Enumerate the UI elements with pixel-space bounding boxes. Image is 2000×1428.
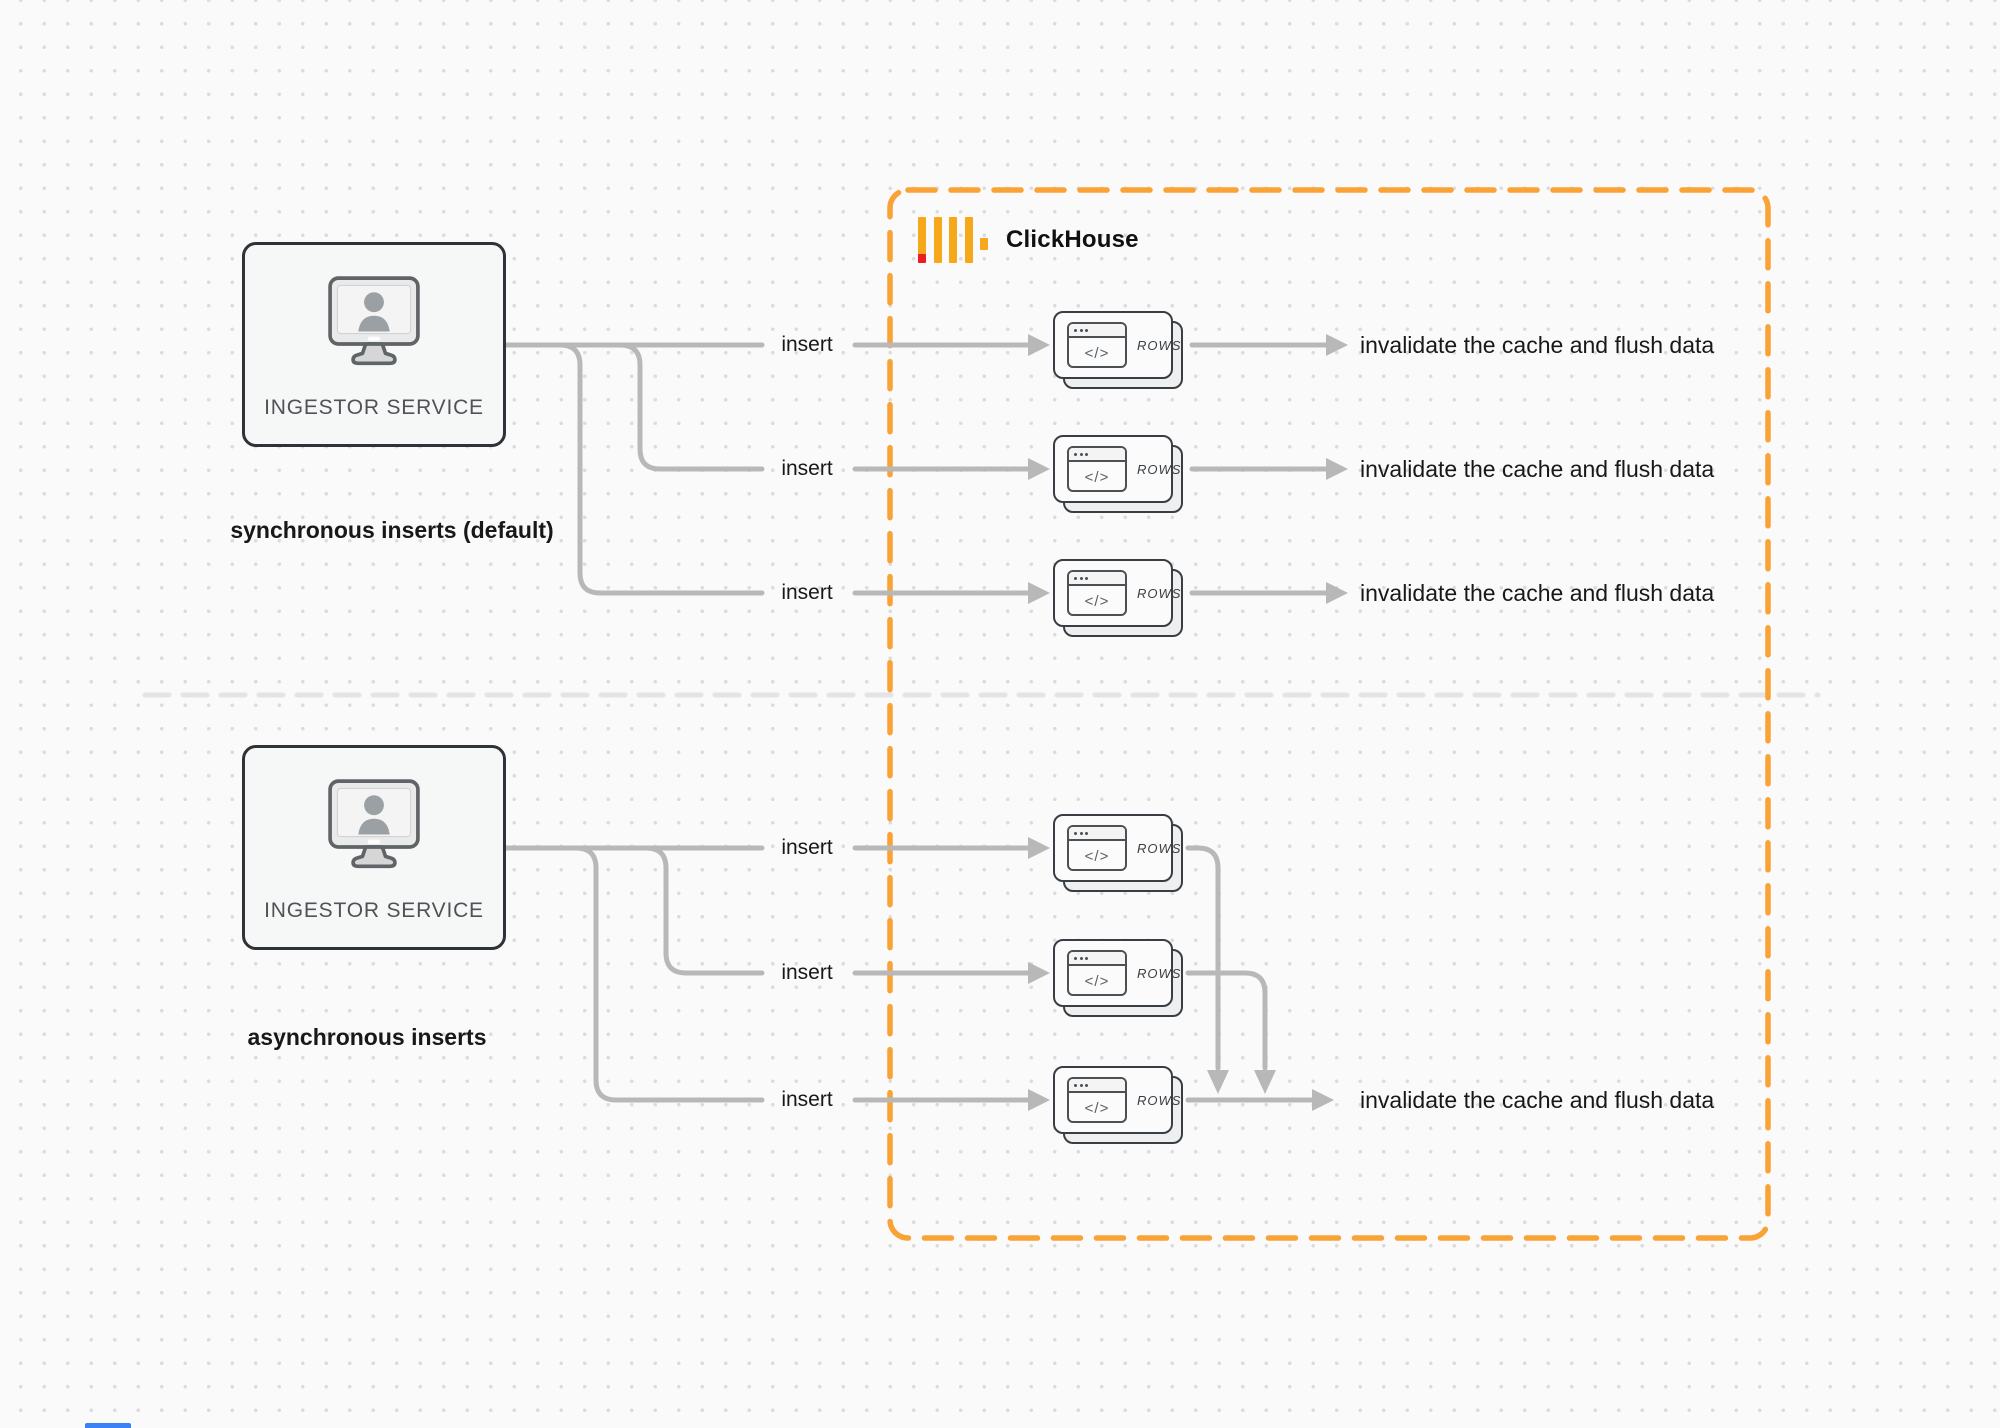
section-caption-sync: synchronous inserts (default) bbox=[230, 517, 554, 543]
arrowhead-sync-result2 bbox=[1326, 458, 1348, 480]
clickhouse-logo-red-accent bbox=[918, 254, 926, 263]
code-window-icon: </> bbox=[1067, 322, 1127, 368]
arrowhead-async-drop2 bbox=[1254, 1070, 1276, 1094]
rows-table-card: </> ROWS bbox=[1053, 559, 1183, 637]
result-label: invalidate the cache and flush data bbox=[1360, 332, 1715, 358]
result-label: invalidate the cache and flush data bbox=[1360, 456, 1715, 482]
ingestor-service-label: INGESTOR SERVICE bbox=[264, 899, 484, 922]
section-caption-async: asynchronous inserts bbox=[247, 1024, 487, 1050]
insert-label: insert bbox=[781, 836, 833, 859]
card-stack-front: </> ROWS bbox=[1053, 559, 1180, 627]
connector-async-branch-row3 bbox=[573, 845, 765, 1103]
connector-sync-branch-row2 bbox=[617, 342, 765, 472]
insert-label: insert bbox=[781, 457, 833, 480]
rows-table-card: </> ROWS bbox=[1053, 814, 1183, 892]
window-dots-icon bbox=[1069, 827, 1125, 841]
clickhouse-logo-bar bbox=[918, 217, 926, 263]
rows-label: ROWS bbox=[1137, 461, 1182, 477]
rows-table-card: </> ROWS bbox=[1053, 939, 1183, 1017]
ingestor-service-node-async: INGESTOR SERVICE bbox=[242, 745, 506, 950]
rows-label: ROWS bbox=[1137, 337, 1182, 353]
result-label: invalidate the cache and flush data bbox=[1360, 580, 1715, 606]
connectors bbox=[503, 342, 1329, 1103]
window-dots-icon bbox=[1069, 448, 1125, 462]
clickhouse-wordmark: ClickHouse bbox=[1006, 226, 1139, 253]
arrowhead-async-result bbox=[1312, 1089, 1334, 1111]
arrowhead-sync-insert2 bbox=[1028, 458, 1050, 480]
insert-label: insert bbox=[781, 1088, 833, 1111]
rows-label: ROWS bbox=[1137, 585, 1182, 601]
code-glyph: </> bbox=[1084, 972, 1110, 990]
clickhouse-logo-short-bar bbox=[980, 238, 988, 250]
clickhouse-logo-bar bbox=[949, 217, 957, 263]
arrowhead-sync-result1 bbox=[1326, 334, 1348, 356]
code-window-icon: </> bbox=[1067, 1077, 1127, 1123]
clickhouse-logo-bar bbox=[933, 217, 942, 263]
card-stack-front: </> ROWS bbox=[1053, 939, 1180, 1007]
arrowhead-async-insert2 bbox=[1028, 962, 1050, 984]
arrowhead-sync-insert1 bbox=[1028, 334, 1050, 356]
connector-async-flush-drop1 bbox=[1185, 845, 1221, 1071]
arrowhead-async-insert3 bbox=[1028, 1089, 1050, 1111]
ingestor-service-label: INGESTOR SERVICE bbox=[264, 396, 484, 419]
insert-label: insert bbox=[781, 581, 833, 604]
cropped-blue-element bbox=[85, 1423, 131, 1428]
card-stack-front: </> ROWS bbox=[1053, 435, 1180, 503]
clickhouse-logo: ClickHouse bbox=[918, 217, 1139, 263]
connector-async-branch-row2 bbox=[643, 845, 765, 976]
connector-async-flush-drop2 bbox=[1185, 970, 1268, 1071]
clickhouse-logo-bar bbox=[964, 217, 973, 263]
code-glyph: </> bbox=[1084, 344, 1110, 362]
code-glyph: </> bbox=[1084, 1099, 1110, 1117]
monitor-user-icon bbox=[328, 276, 420, 366]
rows-table-card: </> ROWS bbox=[1053, 1066, 1183, 1144]
arrowhead-async-drop1 bbox=[1207, 1070, 1229, 1094]
arrowhead-async-insert1 bbox=[1028, 837, 1050, 859]
clickhouse-logo-bars-icon bbox=[918, 217, 988, 263]
insert-label: insert bbox=[781, 333, 833, 356]
code-glyph: </> bbox=[1084, 592, 1110, 610]
insert-label: insert bbox=[781, 961, 833, 984]
card-stack-front: </> ROWS bbox=[1053, 311, 1180, 379]
rows-label: ROWS bbox=[1137, 1092, 1182, 1108]
result-label: invalidate the cache and flush data bbox=[1360, 1087, 1715, 1113]
window-dots-icon bbox=[1069, 572, 1125, 586]
arrowhead-sync-result3 bbox=[1326, 582, 1348, 604]
code-window-icon: </> bbox=[1067, 950, 1127, 996]
monitor-user-icon bbox=[328, 779, 420, 869]
code-glyph: </> bbox=[1084, 847, 1110, 865]
code-window-icon: </> bbox=[1067, 825, 1127, 871]
window-dots-icon bbox=[1069, 952, 1125, 966]
card-stack-front: </> ROWS bbox=[1053, 814, 1180, 882]
code-window-icon: </> bbox=[1067, 570, 1127, 616]
rows-table-card: </> ROWS bbox=[1053, 435, 1183, 513]
rows-table-card: </> ROWS bbox=[1053, 311, 1183, 389]
window-dots-icon bbox=[1069, 1079, 1125, 1093]
window-dots-icon bbox=[1069, 324, 1125, 338]
code-window-icon: </> bbox=[1067, 446, 1127, 492]
card-stack-front: </> ROWS bbox=[1053, 1066, 1180, 1134]
ingestor-service-node-sync: INGESTOR SERVICE bbox=[242, 242, 506, 447]
rows-label: ROWS bbox=[1137, 840, 1182, 856]
arrowhead-sync-insert3 bbox=[1028, 582, 1050, 604]
code-glyph: </> bbox=[1084, 468, 1110, 486]
connector-sync-branch-row3 bbox=[557, 342, 765, 596]
rows-label: ROWS bbox=[1137, 965, 1182, 981]
